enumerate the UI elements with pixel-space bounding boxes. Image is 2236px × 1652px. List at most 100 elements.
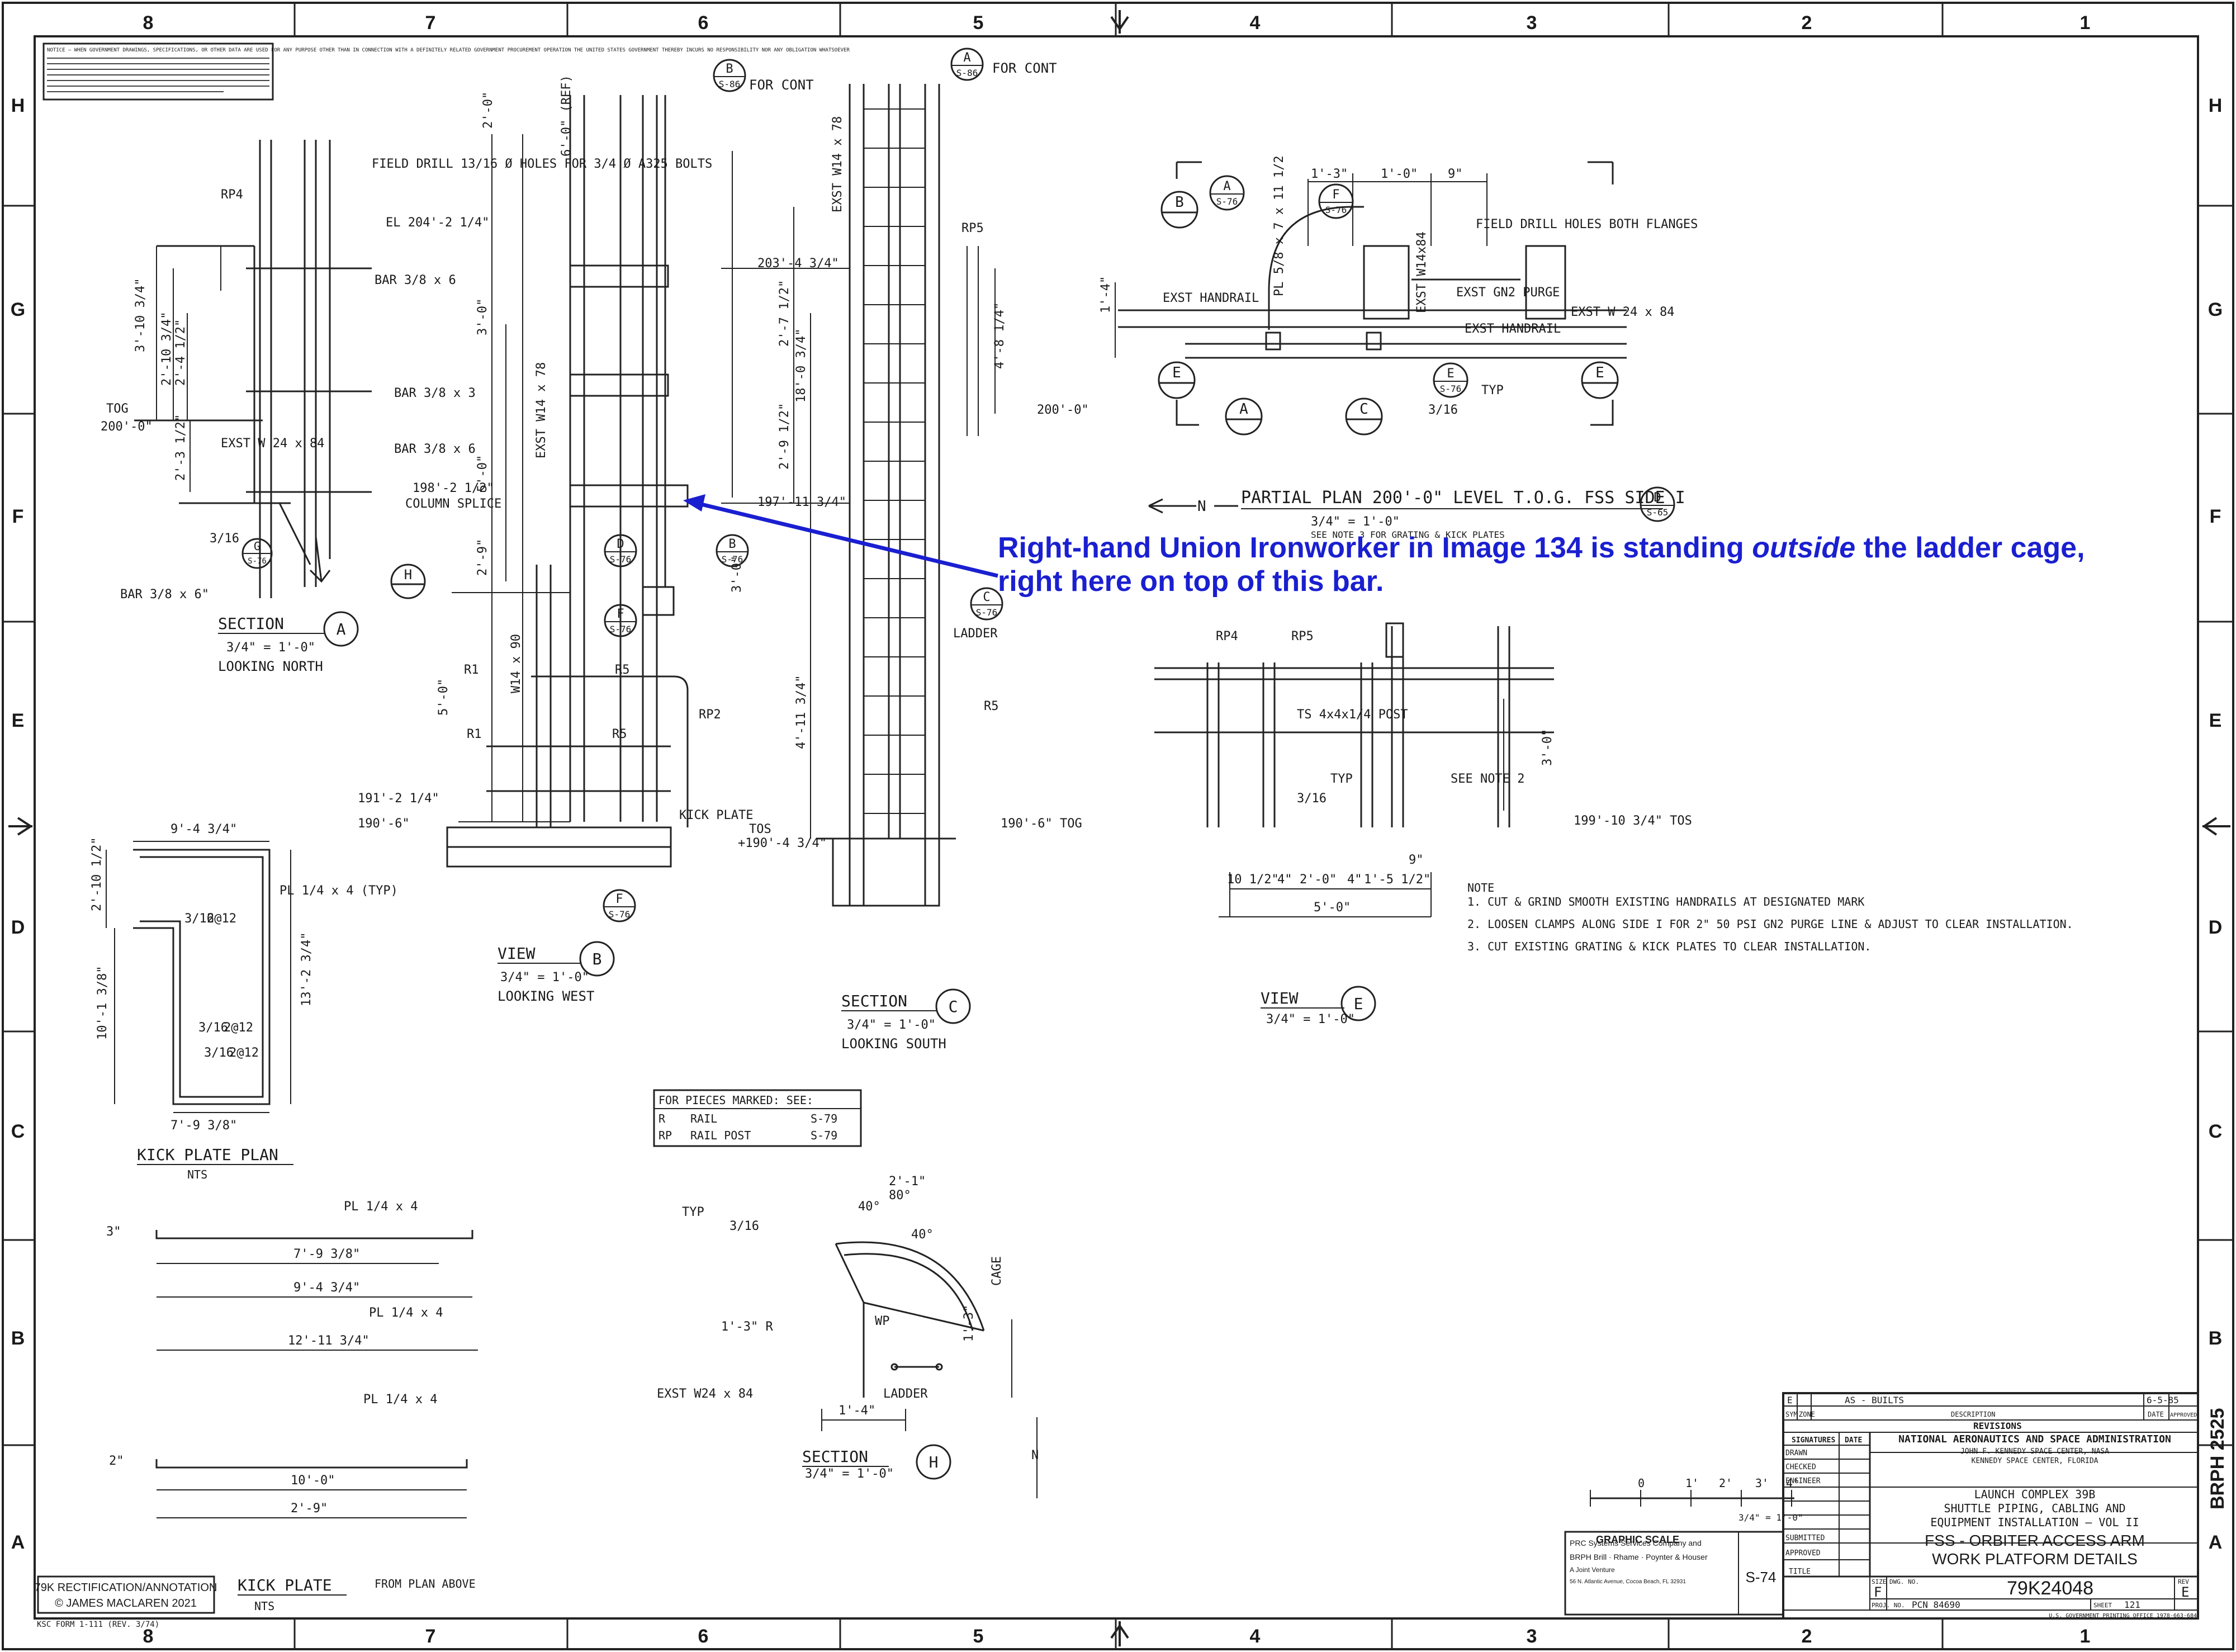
- plan-label-typ: TYP: [1481, 384, 1504, 397]
- svg-text:S-76: S-76: [610, 554, 632, 565]
- view-b-label-elev-191: 191'-2 1/4": [358, 792, 439, 806]
- center-arrow-bottom-icon: [1110, 1621, 1129, 1646]
- section-c-dim-2-9: 2'-9 1/2": [778, 403, 792, 470]
- svg-text:1': 1': [1685, 1476, 1699, 1490]
- rev-date: 6-5-85: [2147, 1395, 2179, 1405]
- svg-text:C: C: [983, 590, 990, 604]
- plan-dim-1-0: 1'-0": [1381, 167, 1418, 181]
- pieces-row-2-key: RP: [659, 1129, 672, 1142]
- view-b-callout-b-top: B S-86 FOR CONT: [713, 59, 814, 93]
- section-a-callout-g-letter: G: [254, 539, 260, 553]
- svg-text:FROM PLAN ABOVE: FROM PLAN ABOVE: [375, 1577, 476, 1591]
- section-h-dim-40b: 40°: [911, 1228, 934, 1242]
- view-b-dim-2ft: 2'-9": [476, 539, 490, 576]
- svg-text:A: A: [337, 620, 346, 638]
- kpp-dim-10-1: 10'-1 3/8": [96, 966, 110, 1040]
- view-b-label-elev-198: 198'-2 1/2": [413, 481, 494, 495]
- plan-callout-f-s76: F S-76: [1318, 183, 1354, 219]
- section-h-label-typ: TYP: [682, 1205, 704, 1219]
- ladder-rungs: [864, 108, 925, 814]
- view-b-callout-f-mid: F S-76: [604, 604, 637, 637]
- kp-dim-3: 3": [106, 1225, 121, 1239]
- pieces-row-2-sheet: S-79: [811, 1129, 837, 1142]
- plan-label-field-drill: FIELD DRILL HOLES BOTH FLANGES: [1476, 217, 1698, 231]
- section-a-dim-4: 2'-3 1/2": [174, 414, 188, 481]
- signatures-heading: SIGNATURES: [1792, 1436, 1835, 1445]
- svg-text:S-76: S-76: [722, 554, 743, 565]
- section-a-label-elev: 200'-0": [101, 420, 153, 434]
- svg-text:© JAMES MACLAREN 2021: © JAMES MACLAREN 2021: [55, 1597, 197, 1610]
- section-h-title: SECTION H 3/4" = 1'-0": [802, 1444, 951, 1481]
- annotation-arrow: [683, 494, 998, 578]
- row-label-g-right: G: [2208, 299, 2223, 320]
- section-h-label-weld: 3/16: [729, 1219, 759, 1233]
- tb-rev-label: REV: [2178, 1578, 2189, 1585]
- section-h-dim-radius: 1'-3" R: [721, 1320, 773, 1334]
- row-label-f-right: F: [2210, 506, 2221, 527]
- svg-text:A: A: [963, 51, 970, 65]
- col-label-7-bottom: 7: [425, 1626, 436, 1647]
- view-b-label-r1-top: R1: [464, 663, 479, 677]
- svg-text:GRAPHIC SCALE: GRAPHIC SCALE: [1596, 1534, 1679, 1545]
- rev-col-desc: DESCRIPTION: [1951, 1410, 1995, 1418]
- col-label-3-bottom: 3: [1527, 1626, 1537, 1647]
- tb-title-2: WORK PLATFORM DETAILS: [1932, 1550, 2138, 1568]
- section-a-label-bar-low: BAR 3/8 x 6: [394, 442, 476, 456]
- svg-text:C: C: [949, 997, 958, 1016]
- svg-text:FOR PIECES MARKED: SEE:: FOR PIECES MARKED: SEE:: [659, 1094, 813, 1107]
- section-h-dim-1-4: 1'-4": [839, 1404, 875, 1418]
- note-2: 2. LOOSEN CLAMPS ALONG SIDE I FOR 2" 50 …: [1467, 917, 2073, 931]
- tb-rev: E: [2181, 1584, 2189, 1600]
- section-a-drawing: [134, 140, 372, 598]
- col-label-6-bottom: 6: [698, 1626, 709, 1647]
- view-e-dim-2-0: 2'-0": [1300, 873, 1337, 887]
- svg-text:F: F: [1332, 188, 1339, 202]
- svg-text:D: D: [1654, 491, 1661, 505]
- view-e-dim-9: 9": [1409, 853, 1424, 867]
- svg-text:3': 3': [1755, 1476, 1769, 1490]
- svg-text:3/4" = 1'-0": 3/4" = 1'-0": [1311, 515, 1400, 529]
- tb-dwg-no: 79K24048: [2007, 1578, 2093, 1599]
- svg-text:S-86: S-86: [956, 68, 978, 78]
- svg-text:E: E: [1447, 367, 1454, 381]
- tb-agency: NATIONAL AERONAUTICS AND SPACE ADMINISTR…: [1898, 1433, 2171, 1445]
- rev-col-sym: SYM.: [1785, 1410, 1802, 1418]
- row-label-c: C: [11, 1121, 25, 1142]
- section-c-dim-2-7: 2'-7 1/2": [778, 280, 792, 347]
- kick-plate-plan-drawing: [133, 849, 271, 1105]
- view-b-callout-f-low: F S-76: [603, 889, 636, 922]
- plan-dim-1-3: 1'-3": [1311, 167, 1348, 181]
- view-e-dim-3-0: 3'-0": [1541, 729, 1555, 766]
- svg-text:F: F: [615, 892, 623, 906]
- rev-sym: E: [1787, 1395, 1793, 1405]
- tb-center: JOHN F. KENNEDY SPACE CENTER, NASA: [1960, 1447, 2109, 1456]
- plan-label-weld: 3/16: [1428, 403, 1458, 417]
- plan-dim-1-4: 1'-4": [1099, 276, 1113, 313]
- view-e-dim-4a: 4": [1277, 873, 1292, 887]
- pieces-row-2-desc: RAIL POST: [690, 1129, 751, 1142]
- view-b-dim-3ft-b: 3'-0": [730, 556, 744, 593]
- tb-firm-3: A Joint Venture: [1570, 1566, 1615, 1574]
- row-label-d-right: D: [2209, 917, 2223, 938]
- row-label-h-right: H: [2209, 95, 2223, 116]
- plan-label-gn2-purge: EXST GN2 PURGE: [1456, 286, 1560, 300]
- kp-dim-2-9: 2'-9": [291, 1502, 328, 1516]
- section-h-label-exst: EXST W24 x 84: [657, 1387, 753, 1401]
- view-b-label-splice: COLUMN SPLICE: [405, 497, 501, 511]
- center-arrow-left-icon: [8, 817, 33, 836]
- sig-engineer: ENGINEER: [1785, 1477, 1821, 1485]
- svg-text:3/4" = 1'-0": 3/4" = 1'-0": [805, 1467, 894, 1481]
- kp-label-pl-2: PL 1/4 x 4: [369, 1306, 443, 1320]
- view-b-dim-5ft: 5'-0": [476, 455, 490, 492]
- kick-plate-title: KICK PLATE NTS FROM PLAN ABOVE: [238, 1576, 476, 1613]
- tb-printing: U.S. GOVERNMENT PRINTING OFFICE 1978-663…: [2049, 1613, 2197, 1619]
- view-b-label-r1-bottom: R1: [467, 727, 482, 741]
- kp-dim-7-9: 7'-9 3/8": [293, 1247, 360, 1261]
- section-c-dim-18: 18'-0 3/4": [794, 329, 808, 403]
- kpp-dim-2-10: 2'-10 1/2": [90, 837, 104, 911]
- plan-callout-e-s76: E S-76: [1433, 362, 1468, 398]
- section-a-callout-g-sheet: S-76: [248, 557, 267, 566]
- svg-text:3/4" = 1'-0": 3/4" = 1'-0": [1738, 1512, 1803, 1523]
- svg-text:FOR CONT: FOR CONT: [992, 60, 1057, 76]
- svg-text:S-76: S-76: [1325, 205, 1347, 215]
